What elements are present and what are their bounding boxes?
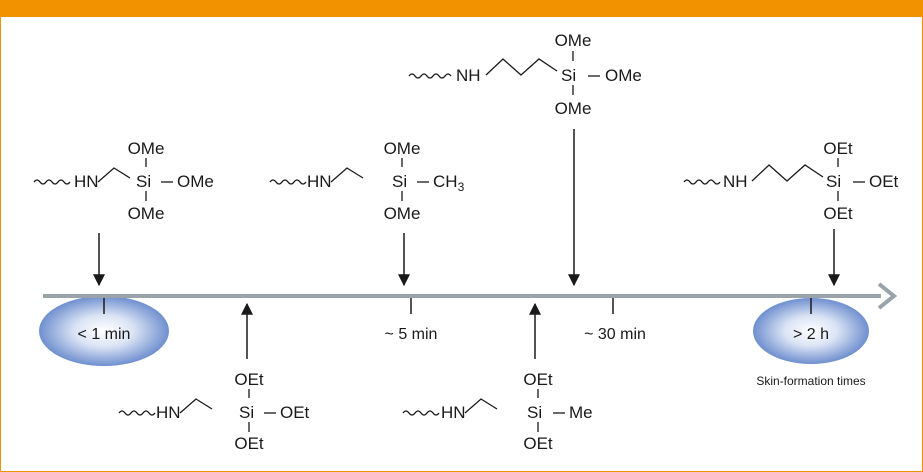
molecule-2-bottom: OMe — [384, 204, 421, 223]
molecule-4-amine: NH — [723, 172, 748, 191]
time-label-4: > 2 h — [793, 326, 829, 343]
molecule-3-si: Si — [561, 66, 576, 85]
molecule-1-top: OMe — [128, 139, 165, 158]
molecule-5-amine: HN — [156, 403, 181, 422]
molecule-1: HN Si OMe OMe OMe — [33, 139, 214, 223]
time-label-1: < 1 min — [78, 326, 131, 343]
time-label-3: ~ 30 min — [584, 326, 646, 343]
figure-header — [1, 1, 922, 17]
molecule-5-right: OEt — [280, 403, 310, 422]
molecule-6-amine: HN — [441, 403, 466, 422]
polymer-chain-icon — [683, 179, 721, 185]
highlight-slow — [753, 298, 869, 364]
molecule-3-amine: NH — [456, 66, 481, 85]
molecule-1-right: OMe — [177, 172, 214, 191]
molecule-4: NH Si OEt OEt OEt — [683, 139, 899, 223]
molecule-2: HN Si OMe CH3 OMe — [269, 139, 465, 223]
time-label-2: ~ 5 min — [385, 326, 438, 343]
molecule-5-top: OEt — [234, 370, 264, 389]
molecule-1-si: Si — [136, 172, 151, 191]
molecule-5-si: Si — [239, 403, 254, 422]
polymer-chain-icon — [402, 410, 440, 416]
molecule-3-top: OMe — [555, 31, 592, 50]
molecule-2-right: CH3 — [433, 172, 465, 194]
molecule-6: HN Si OEt Me OEt — [402, 370, 593, 453]
molecule-2-amine: HN — [307, 172, 332, 191]
polymer-chain-icon — [269, 179, 307, 185]
molecule-4-top: OEt — [823, 139, 853, 158]
molecule-5-linker — [179, 398, 213, 414]
polymer-chain-icon — [408, 73, 452, 79]
molecule-6-bottom: OEt — [523, 434, 553, 453]
molecule-3-right: OMe — [605, 66, 642, 85]
molecule-4-si: Si — [826, 172, 841, 191]
molecule-6-si: Si — [527, 403, 542, 422]
molecule-2-top: OMe — [384, 139, 421, 158]
molecule-5: HN Si OEt OEt OEt — [118, 370, 310, 453]
molecule-4-linker — [751, 164, 824, 182]
caption: Skin-formation times — [756, 374, 865, 388]
molecule-1-amine: HN — [74, 172, 99, 191]
timeline-arrowhead — [877, 282, 898, 310]
molecule-4-right: OEt — [869, 172, 899, 191]
molecule-5-bottom: OEt — [234, 434, 264, 453]
molecule-6-right: Me — [569, 403, 593, 422]
highlight-fast — [39, 296, 169, 366]
polymer-chain-icon — [33, 179, 71, 185]
molecule-4-bottom: OEt — [823, 204, 853, 223]
molecule-2-si: Si — [392, 172, 407, 191]
polymer-chain-icon — [118, 410, 156, 416]
molecule-1-linker — [97, 167, 131, 183]
molecule-3: NH Si OMe OMe OMe — [408, 31, 642, 118]
molecule-6-top: OEt — [523, 370, 553, 389]
molecule-2-linker — [330, 167, 364, 183]
molecule-6-linker — [464, 398, 498, 414]
molecule-3-bottom: OMe — [555, 99, 592, 118]
molecule-3-linker — [485, 58, 558, 76]
molecule-1-bottom: OMe — [128, 204, 165, 223]
